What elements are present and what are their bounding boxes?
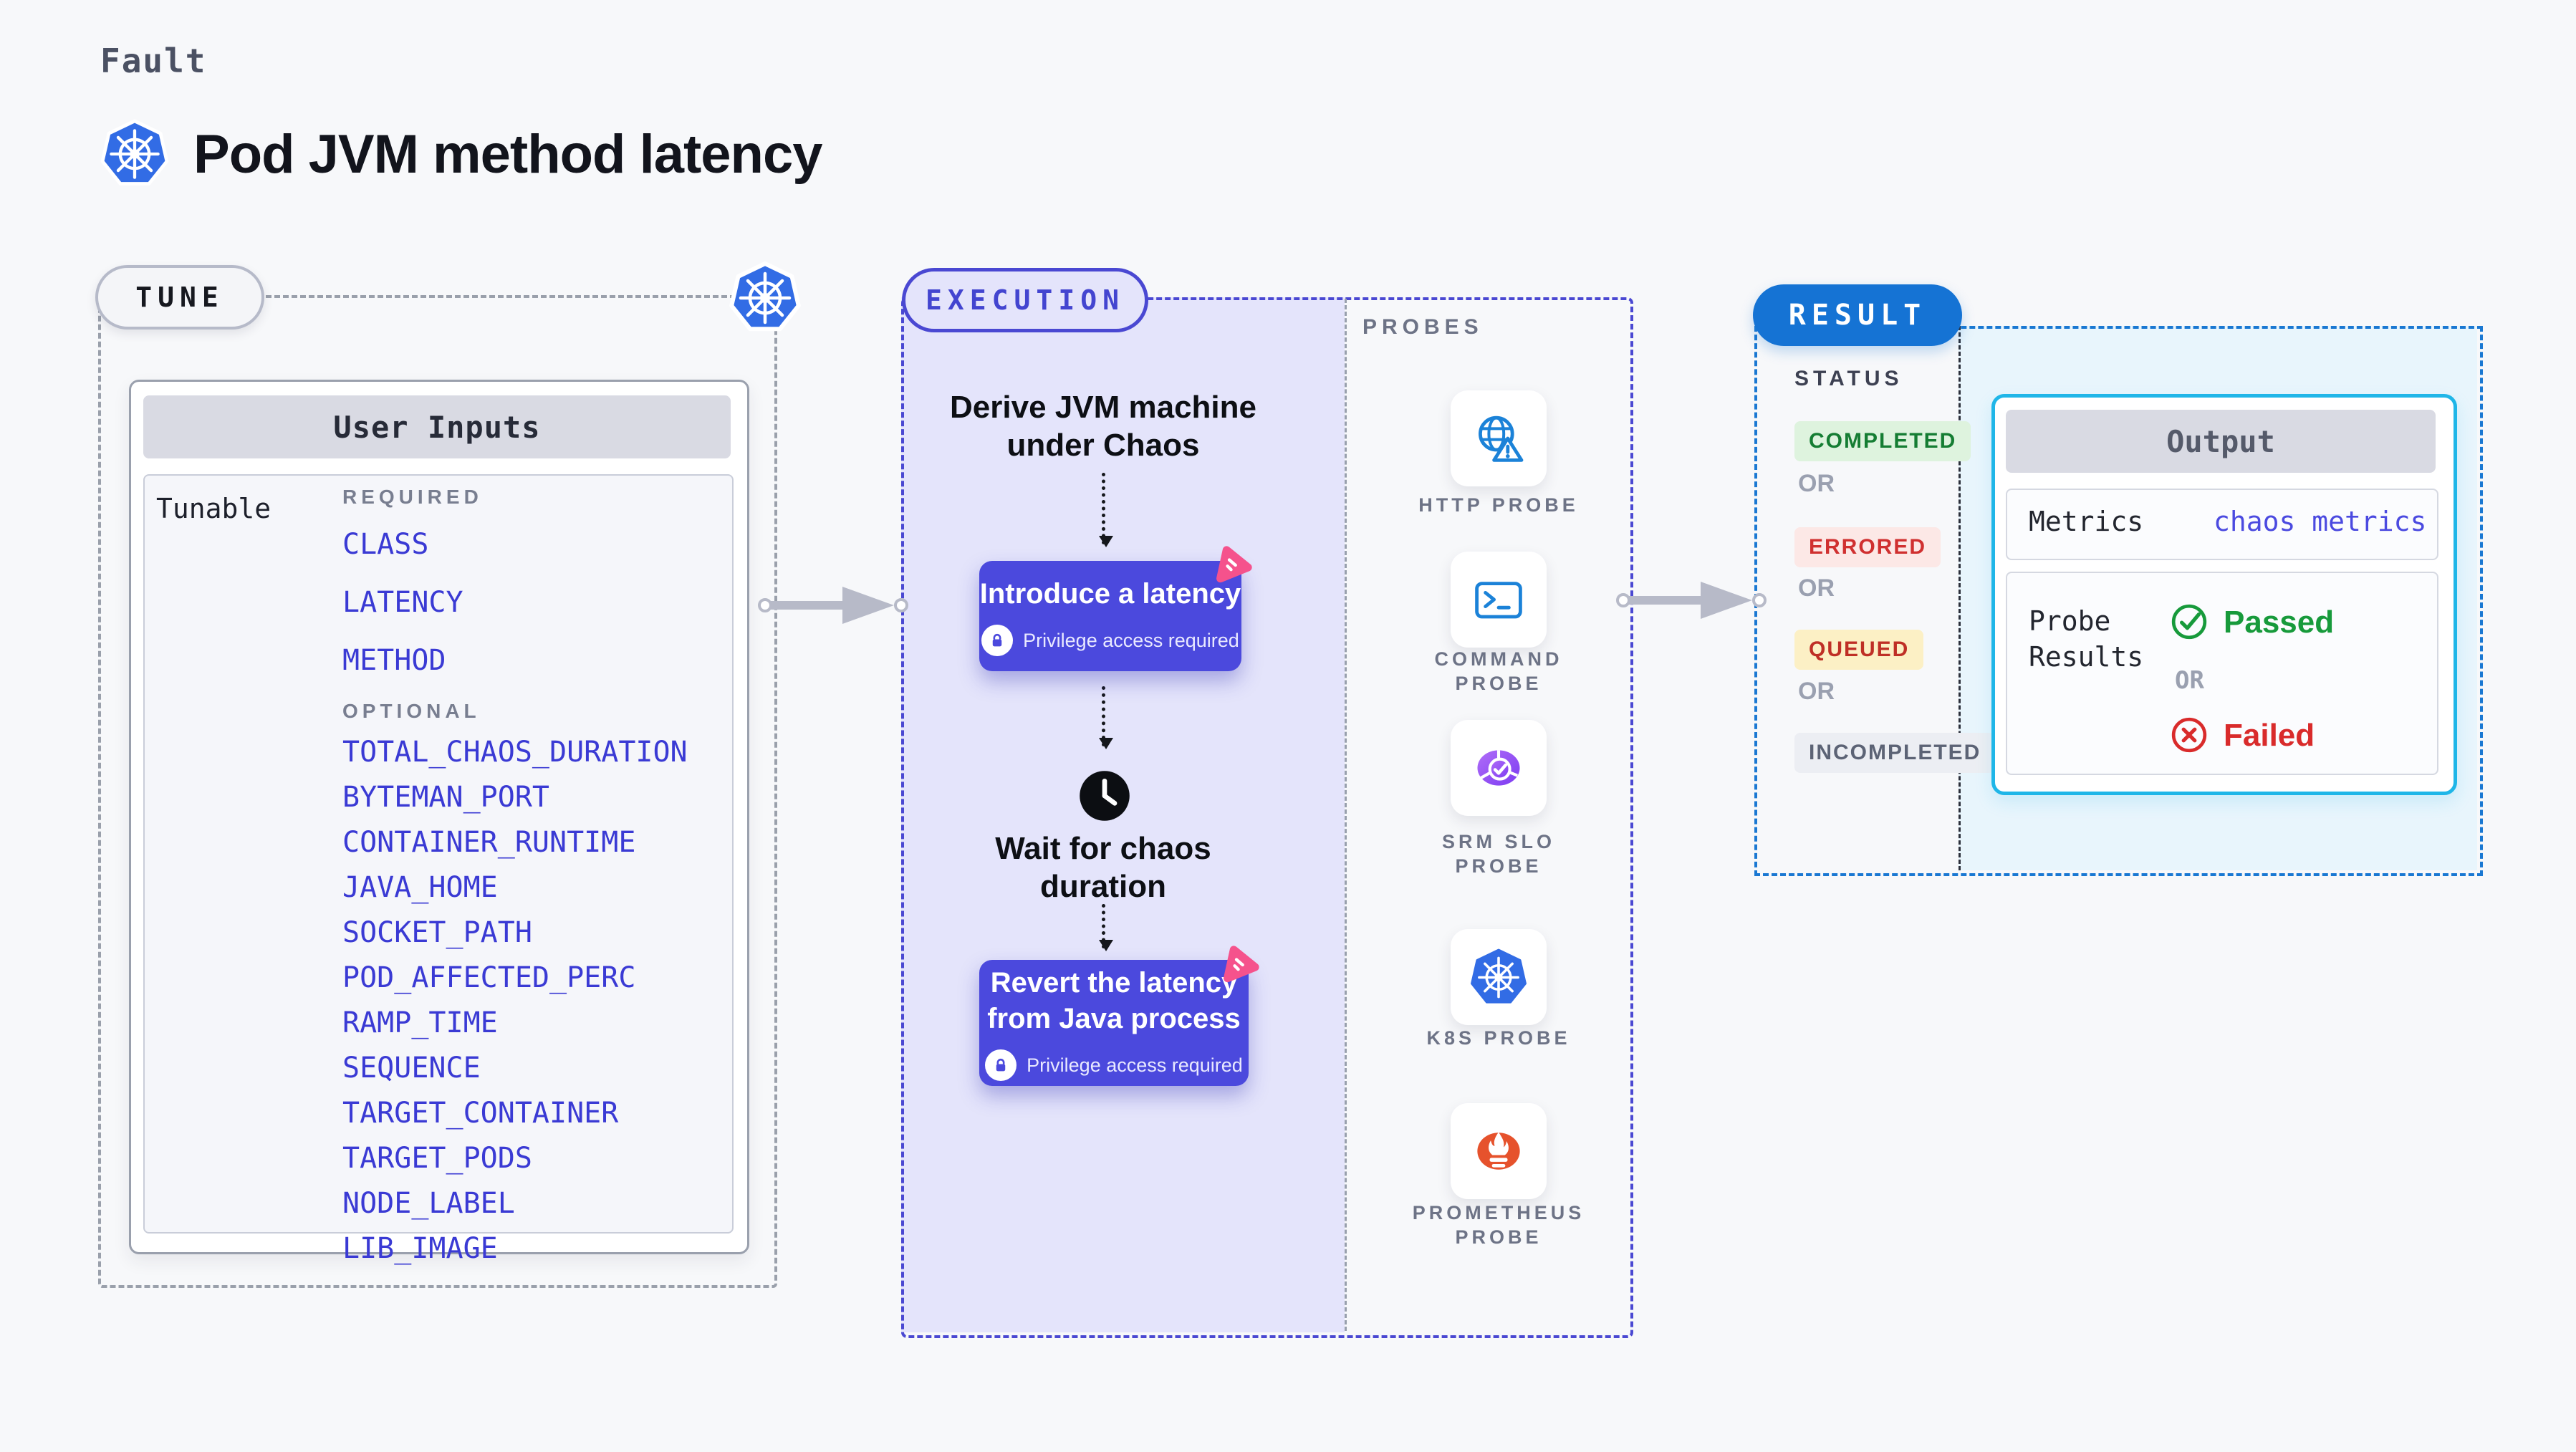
status-label: STATUS — [1794, 367, 1903, 390]
srm-slo-probe-card — [1451, 720, 1547, 816]
http-probe-card — [1451, 390, 1547, 486]
param-link-ramp-time[interactable]: RAMP_TIME — [342, 1006, 498, 1039]
command-probe-card — [1451, 552, 1547, 648]
introduce-latency-card: Introduce a latency Privilege access req… — [979, 561, 1241, 671]
param-link-socket-path[interactable]: SOCKET_PATH — [342, 916, 532, 949]
clock-icon — [1080, 771, 1130, 821]
param-link-method[interactable]: METHOD — [342, 644, 446, 677]
k8s-probe-label: K8S PROBE — [1426, 1027, 1571, 1049]
tunable-label: Tunable — [156, 493, 271, 524]
chaos-logo-badge-icon — [1224, 946, 1259, 983]
http-probe-label: HTTP PROBE — [1418, 494, 1579, 516]
execution-to-result-arrow-icon — [1616, 582, 1767, 619]
prometheus-probe-icon — [1477, 1132, 1520, 1170]
k8s-probe-card — [1451, 929, 1547, 1025]
result-divider — [1959, 326, 1961, 870]
param-link-java-home[interactable]: JAVA_HOME — [342, 871, 498, 904]
output-header: Output — [2006, 410, 2436, 473]
metrics-row — [2006, 489, 2438, 560]
param-link-container-runtime[interactable]: CONTAINER_RUNTIME — [342, 826, 636, 859]
passed-label: Passed — [2224, 605, 2335, 640]
param-link-target-pods[interactable]: TARGET_PODS — [342, 1142, 532, 1175]
chaos-logo-badge-icon — [1216, 546, 1252, 583]
failed-label: Failed — [2224, 718, 2315, 753]
execution-fill — [901, 297, 1345, 1332]
or-separator: OR — [1798, 470, 1835, 497]
revert-latency-card: Revert the latency from Java process Pri… — [979, 960, 1249, 1086]
failed-x-icon — [2171, 717, 2207, 753]
prometheus-probe-card — [1451, 1103, 1547, 1199]
passed-check-icon — [2171, 604, 2207, 640]
user-inputs-header: User Inputs — [143, 395, 731, 458]
tune-to-execution-arrow-icon — [758, 587, 908, 624]
param-link-pod-affected-perc[interactable]: POD_AFFECTED_PERC — [342, 961, 636, 994]
output-or-separator: OR — [2175, 666, 2204, 695]
http-probe-icon — [1479, 415, 1524, 462]
tunable-list: REQUIRED CLASS LATENCY METHOD OPTIONAL T… — [342, 481, 715, 1271]
prometheus-probe-label: PROMETHEUS PROBE — [1412, 1202, 1585, 1248]
required-label: REQUIRED — [342, 486, 483, 508]
command-probe-icon — [1475, 582, 1522, 619]
lock-icon — [985, 1049, 1017, 1081]
status-badge-completed: COMPLETED — [1794, 421, 1971, 461]
flow-arrow-2-icon — [1099, 686, 1113, 749]
optional-label: OPTIONAL — [342, 700, 481, 722]
privilege-note: Privilege access required — [981, 625, 1239, 656]
srm-slo-probe-icon — [1477, 750, 1520, 786]
param-link-class[interactable]: CLASS — [342, 528, 429, 561]
param-link-byteman-port[interactable]: BYTEMAN_PORT — [342, 781, 549, 814]
param-link-node-label[interactable]: NODE_LABEL — [342, 1187, 515, 1220]
result-pill: RESULT — [1753, 284, 1962, 346]
command-probe-label: COMMAND PROBE — [1434, 648, 1563, 694]
flow-arrow-1-icon — [1099, 473, 1113, 547]
privilege-note: Privilege access required — [985, 1049, 1243, 1081]
param-link-lib-image[interactable]: LIB_IMAGE — [342, 1232, 498, 1265]
param-link-sequence[interactable]: SEQUENCE — [342, 1052, 481, 1085]
metrics-value[interactable]: chaos metrics — [2214, 506, 2427, 537]
or-separator: OR — [1798, 574, 1835, 602]
execution-pill: EXECUTION — [902, 268, 1148, 332]
metrics-label: Metrics — [2029, 506, 2144, 537]
k8s-probe-icon — [1471, 948, 1527, 1004]
lock-icon — [981, 625, 1014, 656]
page-title: Pod JVM method latency — [193, 124, 822, 185]
fault-eyebrow: Fault — [100, 42, 207, 80]
probe-results-row — [2006, 572, 2438, 775]
status-badge-incompleted: INCOMPLETED — [1794, 733, 1996, 773]
kubernetes-logo-icon — [100, 119, 169, 186]
kubernetes-corner-icon — [729, 261, 801, 332]
status-badge-queued: QUEUED — [1794, 630, 1924, 670]
probes-divider — [1345, 299, 1347, 1331]
param-link-latency[interactable]: LATENCY — [342, 586, 463, 619]
param-link-target-container[interactable]: TARGET_CONTAINER — [342, 1097, 619, 1130]
tune-pill: TUNE — [95, 265, 264, 330]
param-link-total-chaos-duration[interactable]: TOTAL_CHAOS_DURATION — [342, 736, 688, 769]
step-derive-jvm: Derive JVM machine under Chaos — [950, 390, 1256, 463]
execution-section-box — [901, 297, 1633, 1338]
probes-label: PROBES — [1363, 315, 1484, 339]
probe-results-label: Probe Results — [2029, 605, 2144, 673]
flow-arrow-3-icon — [1099, 904, 1113, 951]
step-wait-duration: Wait for chaos duration — [995, 831, 1211, 904]
tunable-panel — [143, 474, 734, 1234]
or-separator: OR — [1798, 678, 1835, 705]
tune-section-box — [98, 295, 777, 1288]
status-badge-errored: ERRORED — [1794, 527, 1941, 567]
srm-slo-probe-label: SRM SLO PROBE — [1441, 831, 1555, 877]
